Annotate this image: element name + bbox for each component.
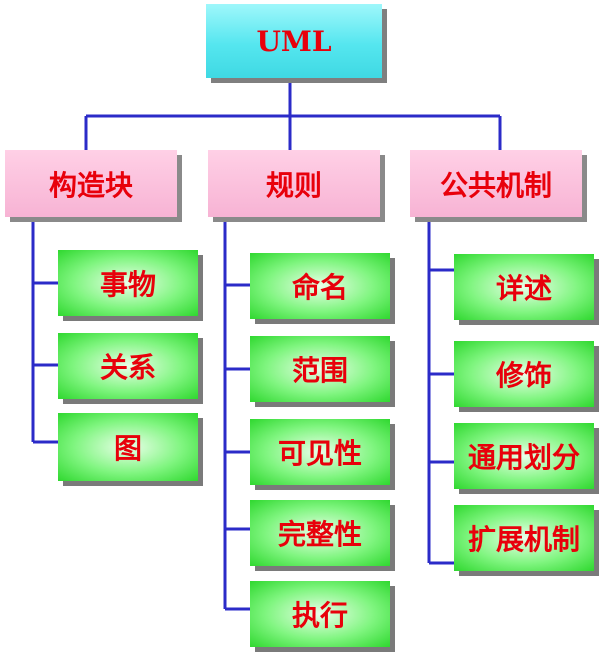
leaf-relationships: 关系 xyxy=(58,333,198,399)
leaf-common-divisions: 通用划分 xyxy=(454,423,594,489)
leaf-extensibility-mechanisms: 扩展机制 xyxy=(454,505,594,571)
category-rules: 规则 xyxy=(208,150,380,217)
leaf-naming: 命名 xyxy=(250,253,390,319)
category-building-blocks: 构造块 xyxy=(5,150,177,217)
leaf-specifications: 详述 xyxy=(454,254,594,320)
root-node-uml: UML xyxy=(206,4,382,78)
leaf-visibility: 可见性 xyxy=(250,419,390,485)
leaf-things: 事物 xyxy=(58,250,198,316)
category-common-mechanisms: 公共机制 xyxy=(410,150,582,217)
leaf-adornments: 修饰 xyxy=(454,341,594,407)
leaf-scope: 范围 xyxy=(250,336,390,402)
leaf-execution: 执行 xyxy=(250,581,390,647)
leaf-integrity: 完整性 xyxy=(250,500,390,566)
leaf-diagrams: 图 xyxy=(58,413,198,481)
